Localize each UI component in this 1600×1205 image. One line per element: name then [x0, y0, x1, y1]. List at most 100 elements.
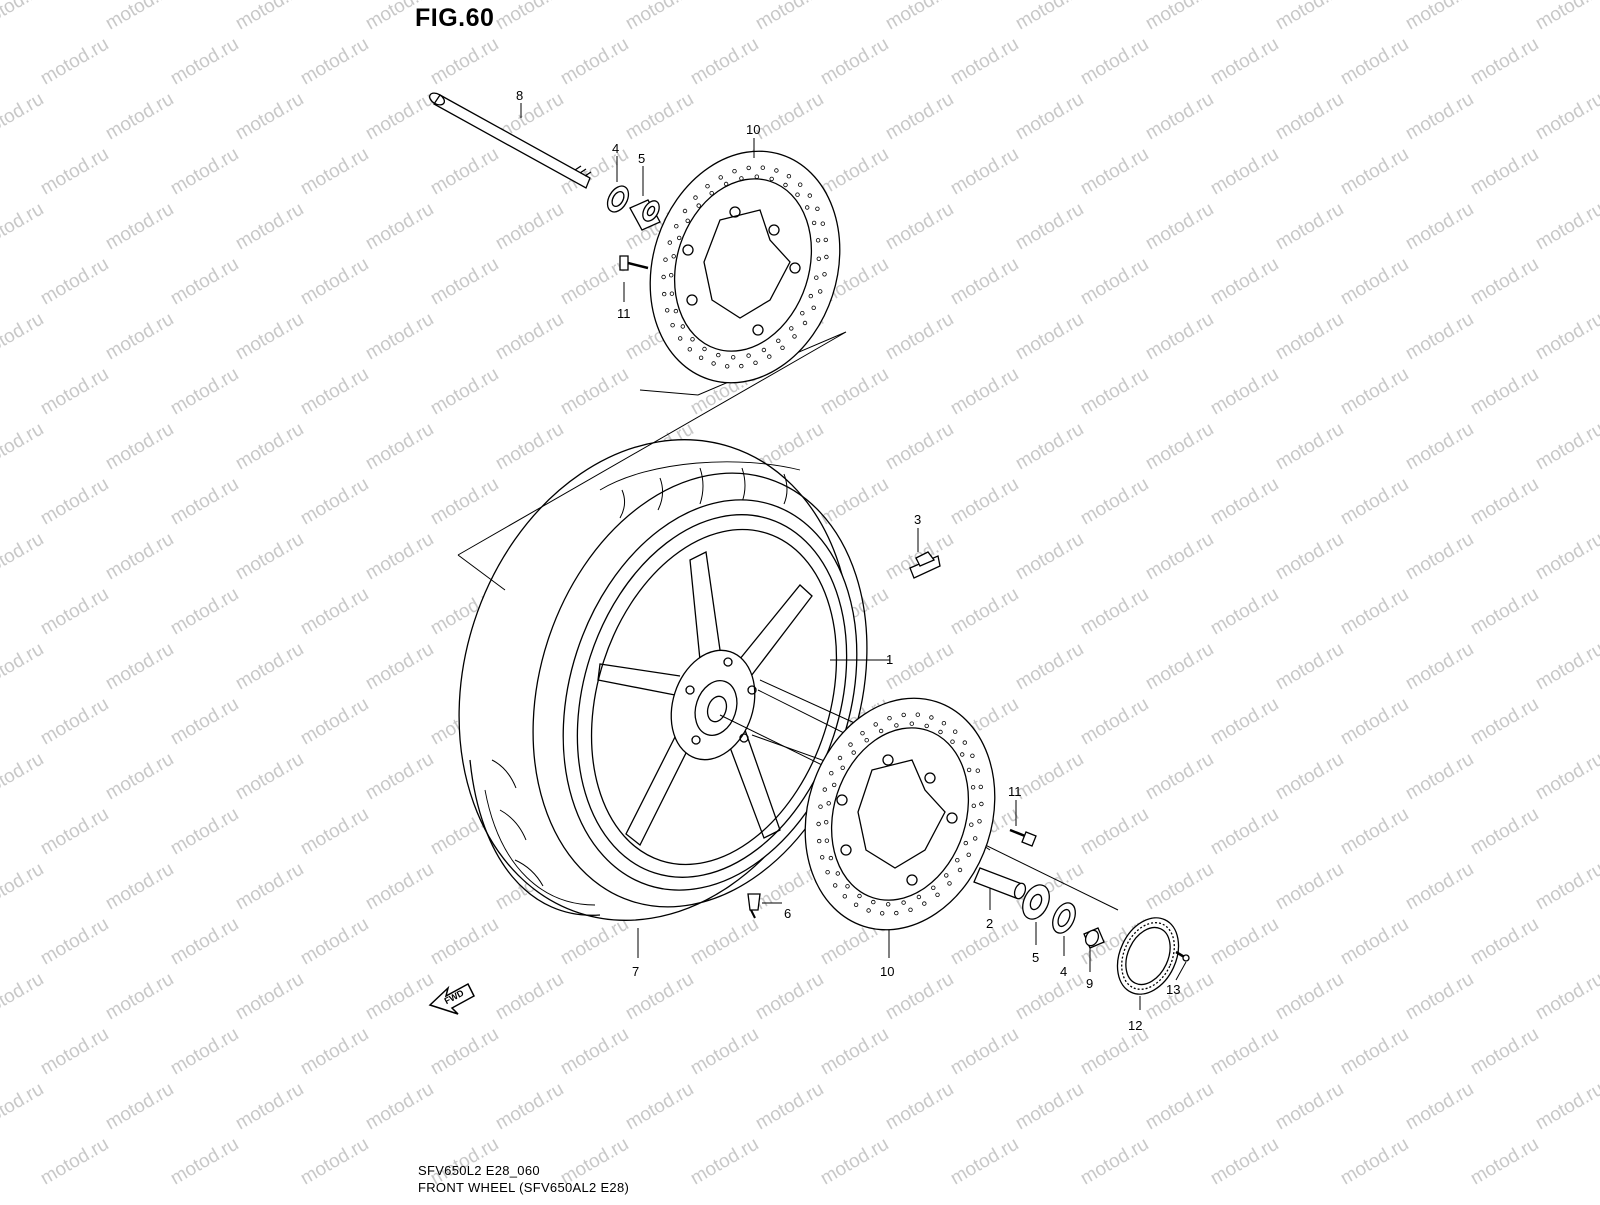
watermark-text: motod.ru [1467, 914, 1542, 970]
bearing-top [629, 199, 661, 231]
watermark-text: motod.ru [232, 1079, 307, 1135]
disc-hole [887, 716, 892, 721]
disc-hole [857, 893, 862, 899]
watermark-text: motod.ru [882, 309, 957, 365]
watermark-text: motod.ru [37, 34, 112, 90]
disc-hole [807, 193, 812, 198]
disc-hole [901, 712, 906, 718]
watermark-text: motod.ru [947, 474, 1022, 530]
disc-hole [924, 723, 929, 729]
disc-hole [669, 291, 675, 296]
disc-hole [931, 885, 936, 890]
disc-hole [798, 182, 803, 187]
drawing-code: SFV650L2 E28_060 [418, 1163, 540, 1178]
dust-seal-top [606, 185, 630, 213]
watermark-text: motod.ru [817, 1134, 892, 1190]
watermark-text: motod.ru [0, 969, 47, 1025]
watermark-text: motod.ru [1207, 694, 1282, 750]
disc-hole [774, 168, 779, 173]
watermark-text: motod.ru [687, 1024, 762, 1080]
watermark-text: motod.ru [1012, 749, 1087, 805]
watermark-text: motod.ru [232, 749, 307, 805]
watermark-text: motod.ru [1272, 199, 1347, 255]
disc-hole [669, 273, 674, 278]
watermark-text: motod.ru [1532, 199, 1600, 255]
watermark-text: motod.ru [37, 1134, 112, 1190]
watermark-text: motod.ru [102, 969, 177, 1025]
disc-hole [955, 858, 960, 863]
disc-hole [824, 254, 829, 260]
watermark-text: motod.ru [1207, 144, 1282, 200]
watermark-text: motod.ru [1467, 34, 1542, 90]
watermark-text: motod.ru [1402, 529, 1477, 585]
disc-hole [814, 275, 819, 280]
disc-hole [746, 165, 751, 171]
watermark-text: motod.ru [232, 89, 307, 145]
disc-hole [880, 911, 885, 916]
watermark-text: motod.ru [1467, 584, 1542, 640]
callout-11-bottom: 11 [1008, 784, 1022, 799]
watermark-text: motod.ru [1012, 0, 1087, 34]
watermark-text: motod.ru [752, 0, 827, 34]
watermark-text: motod.ru [362, 859, 437, 915]
disc-hole [947, 881, 952, 886]
disc-hole [800, 311, 805, 316]
watermark-text: motod.ru [297, 34, 372, 90]
watermark-text: motod.ru [232, 309, 307, 365]
callout-4-bottom: 4 [1060, 964, 1067, 979]
watermark-text: motod.ru [1207, 34, 1282, 90]
disc-hole [966, 852, 971, 857]
callout-7: 7 [632, 964, 639, 979]
callout-12: 12 [1128, 1018, 1142, 1033]
disc-hole [835, 871, 840, 876]
sensor-ring [1116, 917, 1180, 995]
callout-9: 9 [1086, 976, 1093, 991]
disc-hole [678, 336, 683, 341]
watermark-text: motod.ru [752, 1079, 827, 1135]
watermark-text: motod.ru [1207, 914, 1282, 970]
watermark-text: motod.ru [1012, 309, 1087, 365]
disc-hole [811, 305, 816, 310]
watermark-text: motod.ru [1467, 1024, 1542, 1080]
watermark-text: motod.ru [102, 1079, 177, 1135]
disc-hole [842, 894, 847, 899]
watermark-text: motod.ru [947, 1134, 1022, 1190]
disc-hole [702, 346, 707, 352]
ring-bolt [1175, 950, 1190, 962]
disc-hole [901, 900, 906, 905]
disc-hole [833, 883, 838, 888]
disc-hole [815, 238, 821, 243]
disc-hole [823, 237, 828, 243]
disc-hole [941, 721, 947, 726]
watermark-text: motod.ru [1532, 1079, 1600, 1135]
watermark-text: motod.ru [232, 529, 307, 585]
disc-hole [860, 731, 865, 736]
watermark-text: motod.ru [37, 254, 112, 310]
disc-hole [665, 308, 670, 313]
disc-hole [828, 855, 834, 861]
leader-lines [520, 103, 1187, 1010]
watermark-text: motod.ru [1077, 694, 1152, 750]
watermark-text: motod.ru [167, 34, 242, 90]
watermark-text: motod.ru [1077, 804, 1152, 860]
watermark-text: motod.ru [1402, 309, 1477, 365]
watermark-text: motod.ru [362, 749, 437, 805]
watermark-text: motod.ru [492, 419, 567, 475]
watermark-text: motod.ru [1272, 749, 1347, 805]
watermark-text: motod.ru [1142, 859, 1217, 915]
disc-hole [979, 801, 984, 807]
watermark-text: motod.ru [1532, 89, 1600, 145]
callout-4-top: 4 [612, 141, 619, 156]
watermark-text: motod.ru [1272, 89, 1347, 145]
disc-hole [731, 355, 736, 360]
watermark-text: motod.ru [752, 89, 827, 145]
watermark-text: motod.ru [1077, 254, 1152, 310]
disc-hole [825, 870, 830, 875]
watermark-text: motod.ru [1532, 419, 1600, 475]
watermark-text: motod.ru [1337, 694, 1412, 750]
disc-hole [822, 272, 827, 277]
watermark-text: motod.ru [102, 199, 177, 255]
watermark-text: motod.ru [557, 364, 632, 420]
disc-hole [962, 740, 967, 745]
watermark-text: motod.ru [1077, 1134, 1152, 1190]
